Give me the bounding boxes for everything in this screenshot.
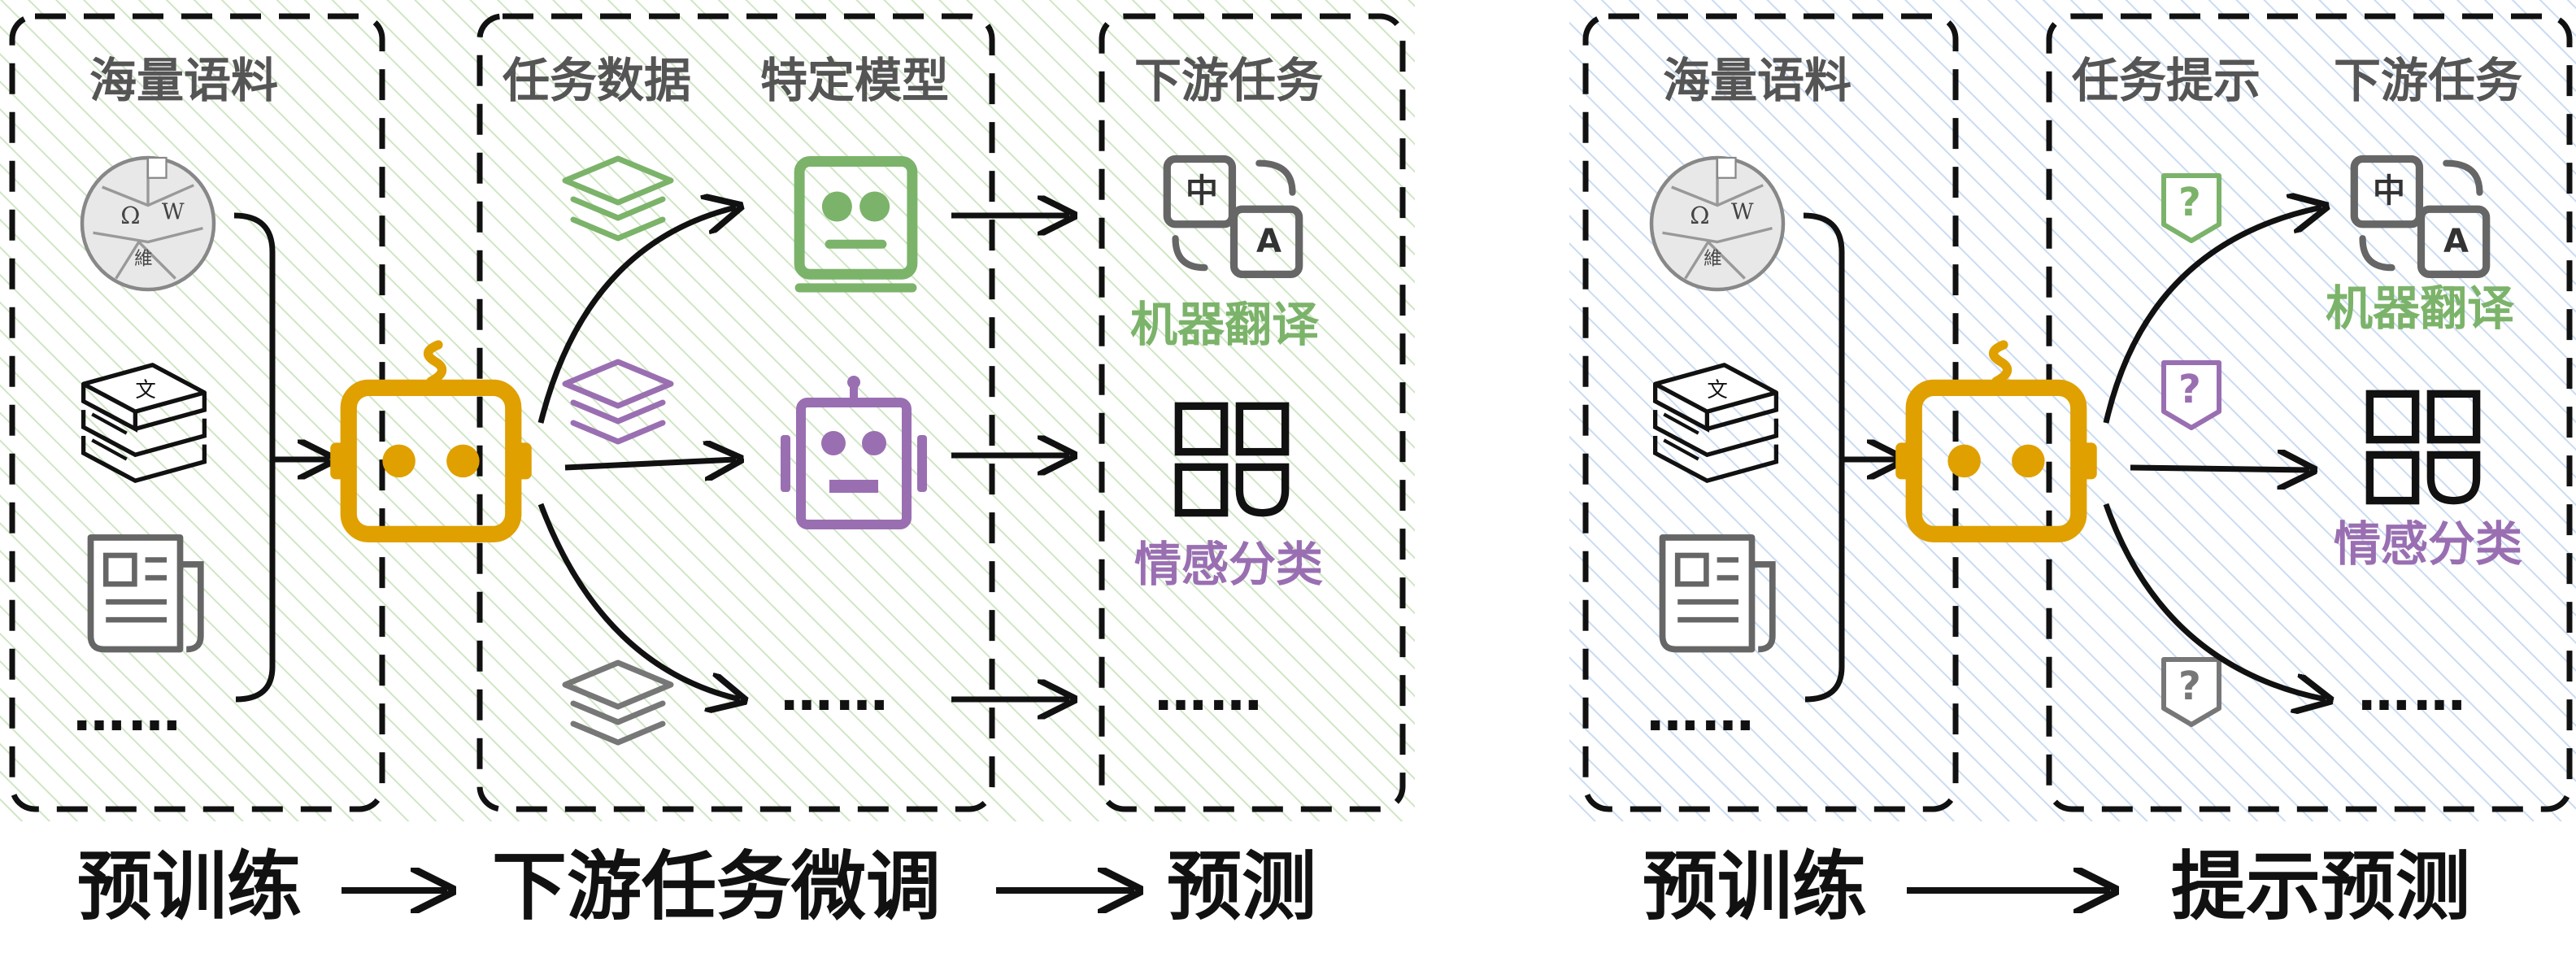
right-task-prompt-header: 任务提示 (2072, 53, 2261, 108)
right-corpus-bracket (1803, 212, 1845, 703)
right-flow-prompt-predict: 提示预测 (2171, 843, 2471, 930)
prompt-question-mark-1: ? (2178, 180, 2201, 225)
left-model-ellipsis: …… (781, 663, 891, 723)
left-task-machine-translation: 机器翻译 (1130, 297, 1320, 352)
corpus-bracket (233, 212, 276, 703)
prompt-question-mark-2: ? (2178, 367, 2201, 412)
right-corpus-ellipsis: …… (1647, 683, 1757, 743)
left-corpus-ellipsis: …… (73, 683, 184, 743)
left-flow-finetune: 下游任务微调 (492, 843, 942, 930)
finetune-arrow-top (537, 207, 736, 424)
translate-icon-zh-glyph: 中 (2373, 172, 2405, 210)
prompt-arrow-middle (2130, 468, 2309, 470)
right-prompt-box (2046, 13, 2573, 812)
left-task-box (1099, 13, 1406, 812)
translate-icon-zh-glyph: 中 (1186, 172, 1218, 210)
left-specific-model-header: 特定模型 (760, 53, 950, 108)
right-downstream-task-header: 下游任务 (2334, 53, 2523, 108)
left-model-box (476, 13, 995, 812)
finetune-arrow-middle (564, 459, 736, 468)
prompt-question-mark-3: ? (2178, 664, 2201, 709)
left-task-data-header: 任务数据 (503, 53, 692, 108)
left-task-sentiment-classification: 情感分类 (1134, 537, 1324, 592)
left-task-ellipsis: …… (1155, 663, 1265, 723)
prompt-arrow-bottom (2103, 503, 2326, 699)
right-corpus-box (1582, 13, 1959, 812)
left-corpus-header: 海量语料 (89, 53, 279, 108)
left-flow-predict: 预测 (1167, 843, 1317, 930)
right-corpus-header: 海量语料 (1663, 53, 1852, 108)
translate-icon-a-glyph: A (2443, 223, 2469, 260)
left-corpus-box (9, 13, 385, 812)
prompt-arrow-top (2103, 207, 2321, 424)
left-flow-pretrain: 预训练 (77, 843, 302, 930)
left-downstream-task-header: 下游任务 (1134, 53, 1324, 108)
wikipedia-globe-icon (82, 158, 214, 289)
finetune-arrow-bottom (537, 503, 740, 699)
right-flow-pretrain: 预训练 (1643, 843, 1868, 930)
right-task-machine-translation: 机器翻译 (2326, 281, 2515, 336)
right-task-ellipsis: …… (2358, 663, 2469, 723)
translate-icon-a-glyph: A (1256, 223, 1281, 260)
right-task-sentiment-classification: 情感分类 (2334, 516, 2523, 572)
wikipedia-globe-icon (1651, 158, 1783, 289)
